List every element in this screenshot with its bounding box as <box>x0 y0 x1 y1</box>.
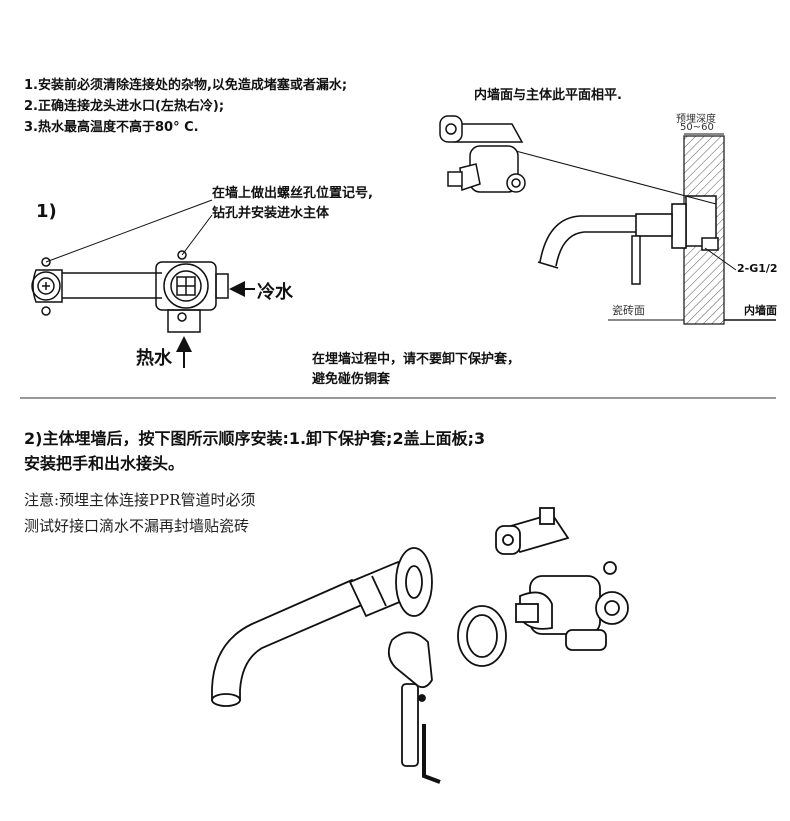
main-valve-body <box>155 250 229 333</box>
cover-plate-ring <box>457 605 507 667</box>
mark-note-leaders <box>45 199 213 263</box>
thread-size-label: 2-G1/2 <box>737 262 778 275</box>
step-2-line-2: 安装把手和出水接头。 <box>24 454 185 473</box>
small-valve-body-iso <box>439 115 526 193</box>
valve-body-front-view <box>31 250 229 333</box>
wall-section-view <box>537 133 776 325</box>
intro-line-1: 1.安装前必须清除连接处的杂物,以免造成堵塞或者漏水; <box>24 78 348 93</box>
exploded-spout <box>211 547 433 707</box>
caution-line-1: 注意:预埋主体连接PPR管道时必须 <box>24 491 256 509</box>
tile-surface-label: 瓷砖面 <box>612 304 645 317</box>
exploded-assembly <box>211 507 629 784</box>
left-mounting-ear <box>31 257 63 316</box>
step-1-number: 1) <box>36 201 57 222</box>
intro-line-2: 2.正确连接龙头进水口(左热右冷); <box>24 99 225 114</box>
hex-key <box>422 724 441 784</box>
mark-note-line-2: 钻孔并安装进水主体 <box>212 206 330 221</box>
intro-line-3: 3.热水最高温度不高于80° C. <box>24 120 199 135</box>
inner-wall-label: 内墙面 <box>744 304 777 317</box>
embed-depth-value: 50~60 <box>680 122 714 133</box>
mark-note-line-1: 在墙上做出螺丝孔位置记号, <box>212 186 373 201</box>
section-handle <box>631 235 641 285</box>
flush-plane-label: 内墙面与主体此平面相平. <box>474 88 622 103</box>
hot-water-label: 热水 <box>136 348 172 369</box>
warning-line-2: 避免碰伤铜套 <box>312 372 391 387</box>
thread-leader <box>704 247 737 271</box>
flush-leader <box>511 149 717 205</box>
warning-line-1: 在埋墙过程中，请不要卸下保护套， <box>312 352 521 367</box>
step-2-line-1: 2)主体埋墙后，按下图所示顺序安装:1.卸下保护套;2盖上面板;3 <box>24 429 486 448</box>
embedded-valve <box>685 195 719 251</box>
cold-water-label: 冷水 <box>257 282 293 303</box>
caution-line-2: 测试好接口滴水不漏再封墙贴瓷砖 <box>24 517 250 535</box>
section-spout <box>537 203 687 269</box>
embed-depth-label: 预埋深度 <box>676 114 716 125</box>
exploded-handle <box>387 631 433 767</box>
exploded-valve-body <box>495 507 629 651</box>
